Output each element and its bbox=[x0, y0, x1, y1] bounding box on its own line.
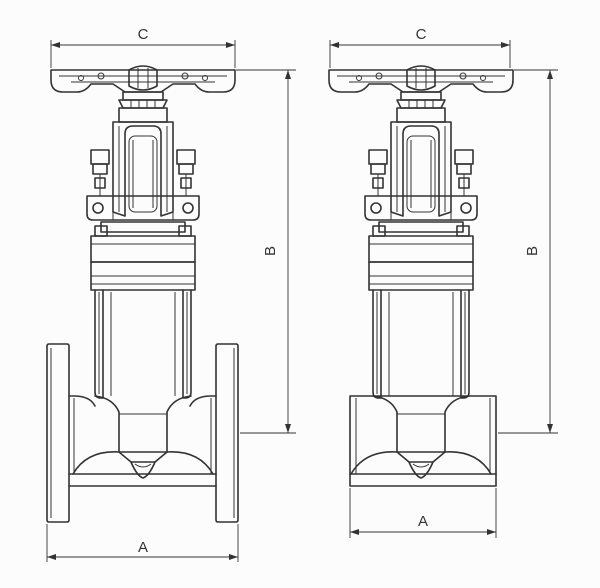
dimension-label-c: C bbox=[416, 26, 427, 43]
dimension-a-left: A bbox=[46, 524, 239, 562]
dimension-label-b: B bbox=[262, 246, 279, 256]
dimension-label-a: A bbox=[418, 513, 428, 530]
dimension-label-b: B bbox=[524, 246, 541, 256]
dimension-c-right: C bbox=[329, 26, 511, 68]
buttweld-valve-drawing bbox=[328, 65, 514, 487]
dimension-label-c: C bbox=[138, 26, 149, 43]
dimension-c-left: C bbox=[50, 26, 236, 68]
dimension-b-left: B bbox=[236, 69, 296, 434]
flanged-valve-drawing bbox=[46, 65, 239, 523]
dimension-label-a: A bbox=[138, 539, 148, 556]
dimension-b-right: B bbox=[498, 69, 558, 434]
dimension-a-right: A bbox=[349, 488, 497, 538]
